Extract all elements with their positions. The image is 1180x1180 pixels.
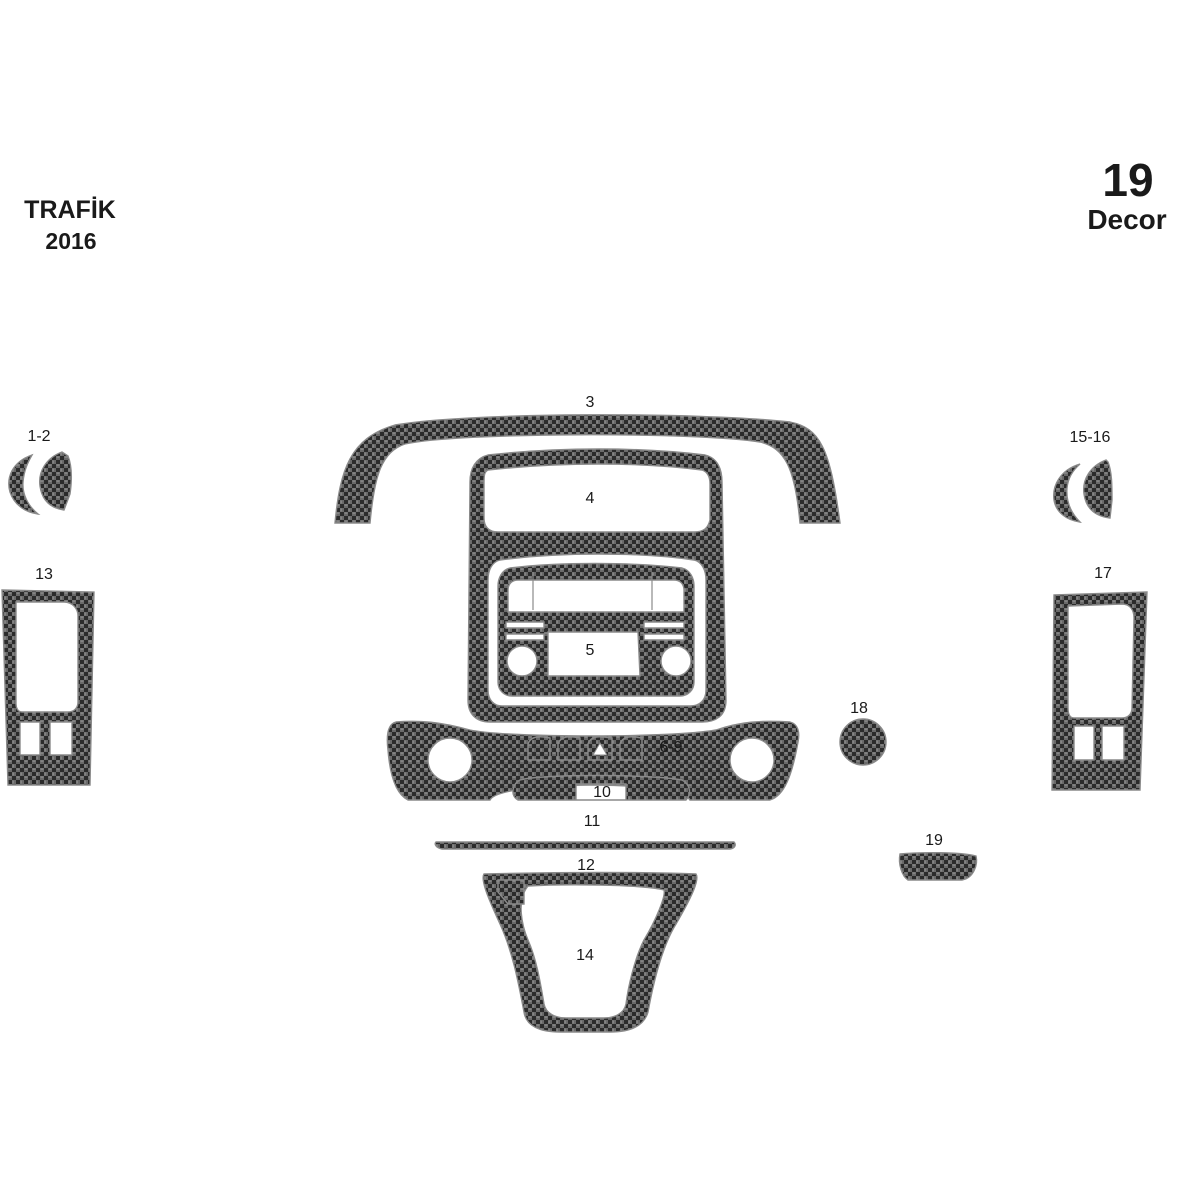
part-17 <box>1051 591 1148 791</box>
part-label-15-16: 15-16 <box>1070 429 1111 446</box>
part-label-12: 12 <box>577 857 595 874</box>
part-1-2 <box>8 451 73 516</box>
part-label-13: 13 <box>35 566 53 583</box>
part-5 <box>497 562 695 697</box>
piece-count: 19 <box>1102 154 1153 206</box>
part-label-14: 14 <box>576 947 594 964</box>
part-14 <box>482 871 698 1033</box>
part-11 <box>434 841 736 850</box>
part-label-4: 4 <box>586 490 595 507</box>
part-19 <box>898 851 978 881</box>
part-label-1-2: 1-2 <box>27 428 50 445</box>
part-13 <box>1 589 95 786</box>
part-label-18: 18 <box>850 700 868 717</box>
part-6-9 <box>527 736 643 761</box>
part-label-5: 5 <box>586 642 595 659</box>
part-label-6-9: 6-9 <box>659 739 682 756</box>
model-year: 2016 <box>45 228 96 254</box>
part-10 <box>512 774 691 801</box>
part-label-3: 3 <box>586 394 595 411</box>
part-3 <box>334 414 841 524</box>
model-title: TRAFİK <box>24 196 116 224</box>
part-label-19: 19 <box>925 832 943 849</box>
part-18 <box>839 718 887 766</box>
part-label-11: 11 <box>584 813 601 830</box>
part-label-10: 10 <box>593 784 611 801</box>
part-label-17: 17 <box>1094 565 1112 582</box>
part-4 <box>467 448 727 723</box>
part-15-16 <box>1053 459 1113 523</box>
piece-count-label: Decor <box>1087 204 1166 235</box>
